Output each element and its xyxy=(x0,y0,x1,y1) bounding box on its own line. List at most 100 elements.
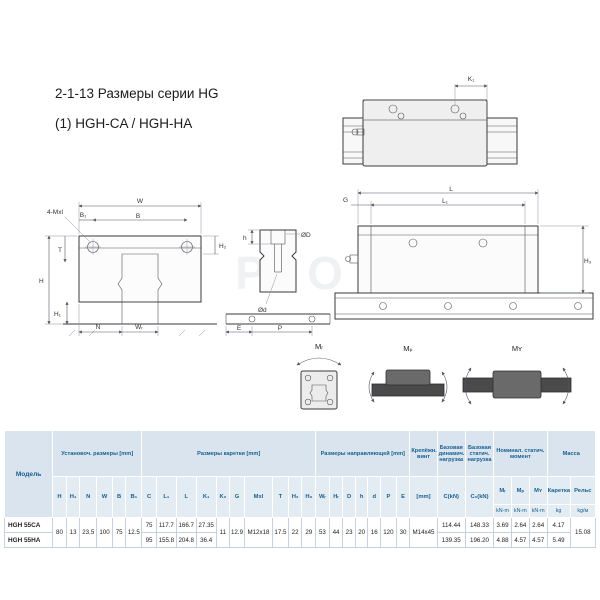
col-subheader: Рельс xyxy=(569,476,597,505)
dim-b1-label: B₁ xyxy=(80,212,87,219)
moment-mr-icon: Mᵣ xyxy=(296,342,342,410)
col-subheader: H xyxy=(52,476,67,518)
col-header-model: Модель xyxy=(3,430,54,518)
col-subheader: Mʏ xyxy=(528,476,548,505)
col-subheader: W xyxy=(96,476,113,518)
rail-section-drawing: ØD Ød h E P xyxy=(225,229,331,336)
value-cell: 80 xyxy=(52,517,67,548)
col-subheader: P xyxy=(380,476,397,518)
value-cell: 114.44 xyxy=(436,517,466,533)
dim-g-label: G xyxy=(343,197,348,204)
dim-wr-label: Wᵣ xyxy=(135,324,143,331)
value-cell: 23.5 xyxy=(79,517,98,548)
value-cell: 120 xyxy=(380,517,397,548)
dim-l-label: L xyxy=(449,186,453,193)
value-cell: 17.5 xyxy=(272,517,289,548)
col-unit: kg xyxy=(546,504,571,518)
col-subheader: Wᵣ xyxy=(315,476,330,518)
value-cell: 13 xyxy=(65,517,81,548)
front-view-drawing: W B B₁ 4-Mxl H T H₁ H₂ N Wᵣ xyxy=(39,198,227,337)
iso-view-drawing: K₁ xyxy=(342,76,518,167)
col-group-header: Установоч. размеры [mm] xyxy=(52,430,143,477)
dim-p-label: P xyxy=(278,325,282,332)
value-cell: 4.57 xyxy=(510,532,530,548)
value-cell: 139.35 xyxy=(436,532,466,548)
value-cell: 155.8 xyxy=(155,532,177,548)
col-group-header: Крепёжн. винт xyxy=(409,430,438,477)
dim-h-depth-label: h xyxy=(243,235,247,242)
col-unit: kN-m xyxy=(493,504,512,518)
value-cell: 23 xyxy=(342,517,356,548)
value-cell: 36.4 xyxy=(195,532,217,548)
bolt-callout-label: 4-Mxl xyxy=(47,209,63,216)
value-cell: 27.35 xyxy=(195,517,217,533)
col-subheader: Mᵣ xyxy=(493,476,512,505)
col-subheader: Mxl xyxy=(243,476,274,518)
dim-dia-inner-label: Ød xyxy=(258,307,267,314)
col-subheader: H₂ xyxy=(287,476,303,518)
col-subheader: T xyxy=(272,476,289,518)
value-cell: 5.49 xyxy=(546,532,571,548)
moment-mp-icon: Mₚ xyxy=(368,344,448,403)
dim-l1-label: L₁ xyxy=(442,198,449,205)
dim-h1-label: H₁ xyxy=(54,311,62,318)
col-group-header: Базовая динамич. нагрузка xyxy=(436,430,466,477)
value-cell: 100 xyxy=(96,517,113,548)
value-cell: 22 xyxy=(287,517,303,548)
value-cell: 3.69 xyxy=(493,517,512,533)
value-cell: 4.88 xyxy=(493,532,512,548)
dim-n-label: N xyxy=(96,324,101,331)
col-subheader: L xyxy=(175,476,197,518)
series-subtitle: (1) HGH-CA / HGH-HA xyxy=(55,116,193,131)
col-subheader: B₁ xyxy=(125,476,143,518)
col-subheader: [mm] xyxy=(409,476,438,518)
dim-e-label: E xyxy=(237,325,242,332)
value-cell: M14x45 xyxy=(409,517,438,548)
value-cell: 4.17 xyxy=(546,517,571,533)
value-cell: 16 xyxy=(367,517,382,548)
dim-w-label: W xyxy=(137,198,144,205)
value-cell: 95 xyxy=(141,532,157,548)
value-cell: M12x18 xyxy=(243,517,274,548)
col-subheader: B xyxy=(111,476,127,518)
col-subheader: K₁ xyxy=(195,476,217,518)
moment-mr-label: Mᵣ xyxy=(315,342,323,351)
col-subheader: Mₚ xyxy=(510,476,530,505)
col-subheader: C₀(kN) xyxy=(464,476,495,518)
model-cell: HGH 55HA xyxy=(3,532,54,548)
value-cell: 53 xyxy=(315,517,330,548)
value-cell: 15.08 xyxy=(569,517,597,548)
col-group-header: Базовая статич. нагрузка xyxy=(464,430,495,477)
value-cell: 29 xyxy=(301,517,317,548)
model-cell: HGH 55CA xyxy=(3,517,54,533)
moment-my-icon: Mʏ xyxy=(462,344,572,405)
col-group-header: Масса xyxy=(546,430,597,477)
value-cell: 148.33 xyxy=(464,517,495,533)
dim-t-label: T xyxy=(58,247,62,254)
dim-h2-label: H₂ xyxy=(219,243,227,250)
col-subheader: Hᵣ xyxy=(328,476,344,518)
col-unit: kg/м xyxy=(569,504,597,518)
value-cell: 166.7 xyxy=(175,517,197,533)
dim-h3-label: H₃ xyxy=(584,258,592,265)
col-subheader: Каретка xyxy=(546,476,571,505)
value-cell: 20 xyxy=(354,517,369,548)
value-cell: 12.5 xyxy=(125,517,143,548)
value-cell: 4.57 xyxy=(528,532,548,548)
value-cell: 11 xyxy=(215,517,231,548)
col-unit: kN-m xyxy=(510,504,530,518)
value-cell: 12.9 xyxy=(229,517,245,548)
moment-mp-label: Mₚ xyxy=(403,344,412,353)
value-cell: 44 xyxy=(328,517,344,548)
section-title: 2-1-13 Размеры серии HG xyxy=(55,86,219,101)
value-cell: 196.20 xyxy=(464,532,495,548)
col-subheader: C(kN) xyxy=(436,476,466,518)
col-group-header: Размеры направляющей [mm] xyxy=(315,430,411,477)
col-unit: kN-m xyxy=(528,504,548,518)
dim-h-label: H xyxy=(39,278,44,285)
value-cell: 2.64 xyxy=(528,517,548,533)
value-cell: 117.7 xyxy=(155,517,177,533)
